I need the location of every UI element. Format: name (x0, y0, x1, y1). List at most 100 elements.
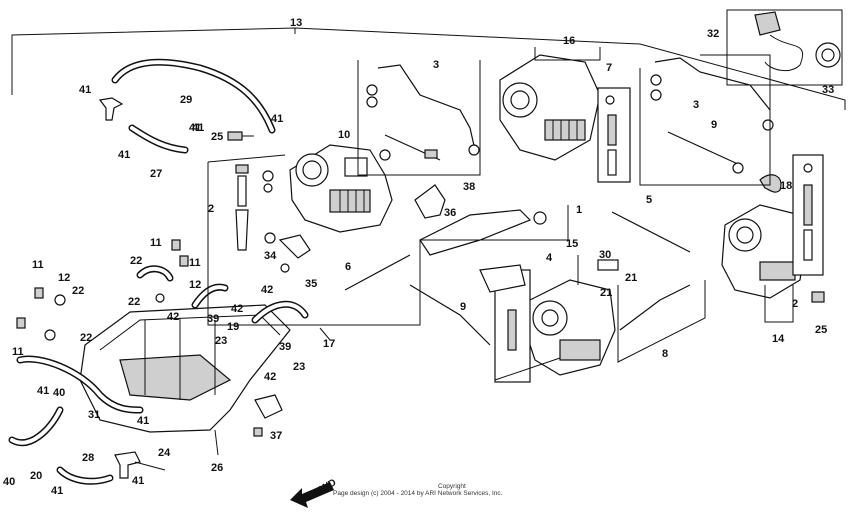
callout-24: 24 (158, 447, 171, 459)
callout-25-top: 25 (211, 131, 223, 143)
callout-11-d: 11 (12, 346, 24, 358)
fuel-hose-29 (111, 58, 276, 134)
callout-6: 6 (345, 261, 351, 273)
callout-27: 27 (150, 168, 162, 180)
callout-41-g: 41 (51, 485, 63, 497)
callout-23-b: 23 (293, 361, 305, 373)
callout-12-a: 12 (189, 279, 201, 291)
callout-10: 10 (338, 129, 350, 141)
shaft-9-lower (409, 284, 491, 346)
rod-8 (619, 284, 691, 331)
assembly-bracket-13 (11, 27, 846, 110)
callout-33: 33 (822, 84, 834, 96)
y-joint-fitting (98, 97, 124, 121)
callout-36: 36 (444, 207, 456, 219)
rod-6 (344, 254, 411, 291)
callout-21-right: 21 (625, 272, 637, 284)
bolt-25-right (811, 291, 825, 303)
callout-11-b: 11 (189, 257, 201, 269)
hose-12 (136, 265, 174, 282)
jet-stack-2-right (792, 154, 824, 276)
bracket-37 (253, 394, 283, 437)
callout-7: 7 (606, 62, 612, 74)
callout-22-b: 22 (128, 296, 140, 308)
callout-31: 31 (88, 409, 100, 421)
callout-37: 37 (270, 430, 282, 442)
jet-stack-7 (597, 87, 631, 183)
callout-41-b: 41 (271, 113, 283, 125)
screws-11 (16, 239, 189, 329)
callout-12-b: 12 (58, 272, 70, 284)
shaft-5 (611, 211, 691, 253)
hose-19 (251, 300, 309, 324)
callout-5: 5 (646, 194, 652, 206)
forward-arrow: FWD (290, 477, 338, 508)
callout-16: 16 (563, 35, 575, 47)
hose-39 (191, 283, 229, 309)
hose-20 (8, 406, 64, 447)
callout-42-c: 42 (261, 284, 273, 296)
bracket-38 (414, 184, 446, 219)
callout-38: 38 (463, 181, 475, 193)
callout-18: 18 (780, 180, 792, 192)
callout-32: 32 (707, 28, 719, 40)
throttle-link-rod-3-left (366, 64, 480, 156)
callout-22-c: 22 (72, 285, 84, 297)
shaft-9-right (667, 131, 744, 174)
callout-42-a: 42 (167, 311, 179, 323)
callout-14: 14 (772, 333, 785, 345)
callout-29: 29 (180, 94, 192, 106)
jet-needle-stack (235, 164, 274, 251)
carburetor-upper-left (289, 144, 393, 233)
hose-28 (56, 466, 114, 485)
callout-41-c: 41 (189, 122, 201, 134)
callout-labels: 13 32 33 16 3 7 3 9 18 41 29 41 41 25 41… (3, 17, 834, 497)
choke-shaft-10 (379, 134, 441, 161)
copyright-notice: Copyright Page design (c) 2004 - 2014 by… (333, 483, 503, 497)
callout-40-b: 40 (3, 476, 15, 488)
callout-3-left: 3 (433, 59, 439, 71)
callout-41-i: 41 (192, 122, 204, 134)
callout-22-a: 22 (130, 255, 142, 267)
callout-39-b: 39 (279, 341, 291, 353)
callout-41-h: 41 (132, 475, 144, 487)
sensor-harness-32 (726, 9, 843, 86)
cap-33 (815, 42, 841, 68)
callout-17: 17 (323, 338, 335, 350)
callout-42-d: 42 (264, 371, 276, 383)
callout-35: 35 (305, 278, 317, 290)
callout-26: 26 (211, 462, 223, 474)
callout-13: 13 (290, 17, 302, 29)
carburetor-right (721, 204, 806, 299)
callout-15: 15 (566, 238, 578, 250)
callout-23-a: 23 (215, 335, 227, 347)
callout-3-right: 3 (693, 99, 699, 111)
hose-31 (16, 355, 144, 414)
callout-22-d: 22 (80, 332, 92, 344)
callout-42-b: 42 (231, 303, 243, 315)
float-bowl-cover-26 (79, 304, 291, 433)
copyright-line-1: Copyright (438, 483, 466, 490)
callout-21-lower: 21 (600, 287, 612, 299)
t-fitting-24 (114, 451, 141, 479)
spring-30 (597, 259, 619, 271)
callout-2-right: 2 (792, 298, 798, 310)
leader-lines (134, 47, 794, 471)
carburetor-lower-center (524, 279, 616, 376)
callout-39-a: 39 (207, 313, 219, 325)
callout-25-right: 25 (815, 324, 827, 336)
callout-41-d: 41 (118, 149, 130, 161)
callout-1: 1 (576, 204, 582, 216)
parts-34-35 (264, 232, 311, 273)
callout-30: 30 (599, 249, 611, 261)
callout-4: 4 (546, 252, 553, 264)
callout-34: 34 (264, 250, 277, 262)
bolt-25-top (227, 131, 254, 141)
callout-2-left: 2 (208, 203, 214, 215)
callout-8: 8 (662, 348, 668, 360)
callout-40-a: 40 (53, 387, 65, 399)
callout-19: 19 (227, 321, 239, 333)
callout-9-right: 9 (711, 119, 717, 131)
clamp-22 (44, 293, 165, 341)
fuel-hose-27 (128, 124, 189, 154)
